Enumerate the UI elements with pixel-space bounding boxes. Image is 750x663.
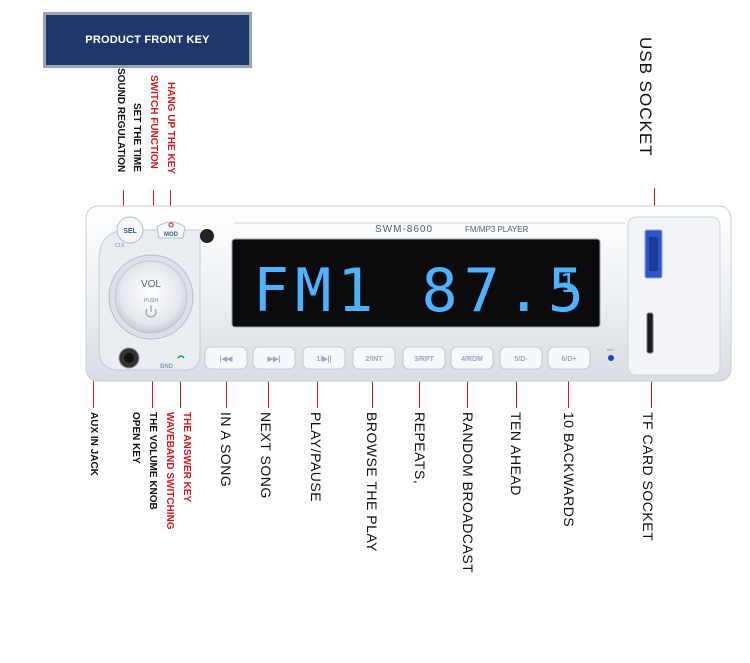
label-ten-ahead: TEN AHEAD	[508, 412, 524, 496]
line-key-6	[467, 368, 468, 408]
label-volume-knob: THE VOLUME KNOB	[147, 412, 158, 510]
line-aux-v	[93, 365, 94, 408]
label-waveband-switching: WAVEBAND SWITCHING	[164, 412, 175, 530]
key-button-label: 4/RDM	[461, 356, 483, 363]
key-button-label: 1/▶||	[316, 356, 331, 363]
label-play-pause: PLAY/PAUSE	[308, 412, 324, 503]
label-10-backwards: 10 BACKWARDS	[561, 412, 577, 528]
knob-push-label: PUSH	[144, 298, 158, 304]
key-button-4[interactable]: 2/INT	[352, 346, 396, 370]
key-button-6[interactable]: 4/RDM	[450, 346, 494, 370]
label-in-a-song: IN A SONG	[218, 412, 234, 488]
key-button-2[interactable]: ▶▶|	[252, 346, 296, 370]
tf-card-socket[interactable]	[646, 312, 654, 354]
label-answer-key: THE ANSWER KEY	[181, 412, 192, 503]
power-icon	[145, 305, 157, 318]
label-random-broadcast: RANDOM BROADCAST	[460, 412, 476, 574]
key-button-label: ▶▶|	[267, 356, 281, 363]
key-button-label: 2/INT	[365, 356, 383, 363]
line-key-7	[516, 368, 517, 408]
phone-answer-icon	[177, 355, 185, 359]
sel-label: SEL	[123, 228, 137, 235]
key-button-7[interactable]: 5/D-	[499, 346, 543, 370]
line-key-4	[372, 368, 373, 408]
label-set-the-time: SET THE TIME	[131, 103, 142, 172]
key-button-3[interactable]: 1/▶||	[302, 346, 346, 370]
clk-label: CLK	[115, 243, 125, 249]
key-button-1[interactable]: |◀◀	[204, 346, 248, 370]
line-key-1	[226, 368, 227, 408]
knob-vol-label: VOL	[141, 279, 161, 290]
microphone	[608, 355, 614, 361]
line-key-3	[317, 368, 318, 408]
label-usb-socket: USB SOCKET	[636, 37, 655, 157]
key-button-5[interactable]: 3/RPT	[402, 346, 446, 370]
phone-hangup-icon	[168, 222, 174, 228]
key-button-label: 6/D+	[562, 356, 577, 363]
label-hang-up-the-key: HANG UP THE KEY	[165, 82, 176, 175]
mic-label: MIC	[607, 347, 614, 352]
display-channel: 1	[560, 269, 576, 299]
product-front-key-banner: PRODUCT FRONT KEY	[43, 12, 252, 68]
banner-title: PRODUCT FRONT KEY	[85, 34, 210, 46]
aux-in-jack[interactable]	[118, 347, 140, 369]
key-button-8[interactable]: 6/D+	[547, 346, 591, 370]
line-sel	[123, 190, 124, 220]
key-button-label: 5/D-	[514, 356, 528, 363]
lcd-display	[231, 238, 601, 328]
label-aux-in-jack: AUX IN JACK	[88, 412, 99, 476]
usb-socket[interactable]	[644, 229, 663, 279]
ir-sensor	[200, 229, 214, 243]
mod-button[interactable]: MOD	[156, 221, 186, 239]
label-switch-function: SWITCH FUNCTION	[148, 75, 159, 169]
key-button-label: 3/RPT	[414, 356, 435, 363]
label-browse-the-play: BROWSE THE PLAY	[364, 412, 380, 553]
car-radio-faceplate: SEL CLK MOD VOL PUSH BND SWM-8600 FM/MP3…	[85, 205, 732, 382]
sel-button[interactable]: SEL	[116, 216, 144, 244]
label-open-key: OPEN KEY	[130, 412, 141, 464]
label-next-song: NEXT SONG	[258, 412, 274, 499]
key-button-label: |◀◀	[220, 356, 233, 363]
bnd-label: BND	[160, 364, 174, 370]
line-key-2	[268, 368, 269, 408]
label-sound-regulation: SOUND REGULATION	[115, 68, 126, 173]
label-repeats: REPEATS,	[412, 412, 428, 485]
display-readout: FM1 87.5	[253, 256, 590, 326]
label-tf-card-socket: TF CARD SOCKET	[640, 412, 656, 542]
line-key-5	[419, 368, 420, 408]
volume-knob[interactable]: VOL PUSH	[108, 254, 194, 340]
line-bnd	[180, 368, 181, 408]
line-key-8	[568, 368, 569, 408]
mod-label: MOD	[164, 232, 179, 238]
model-number: SWM-8600	[375, 224, 433, 235]
player-type: FM/MP3 PLAYER	[465, 225, 529, 234]
